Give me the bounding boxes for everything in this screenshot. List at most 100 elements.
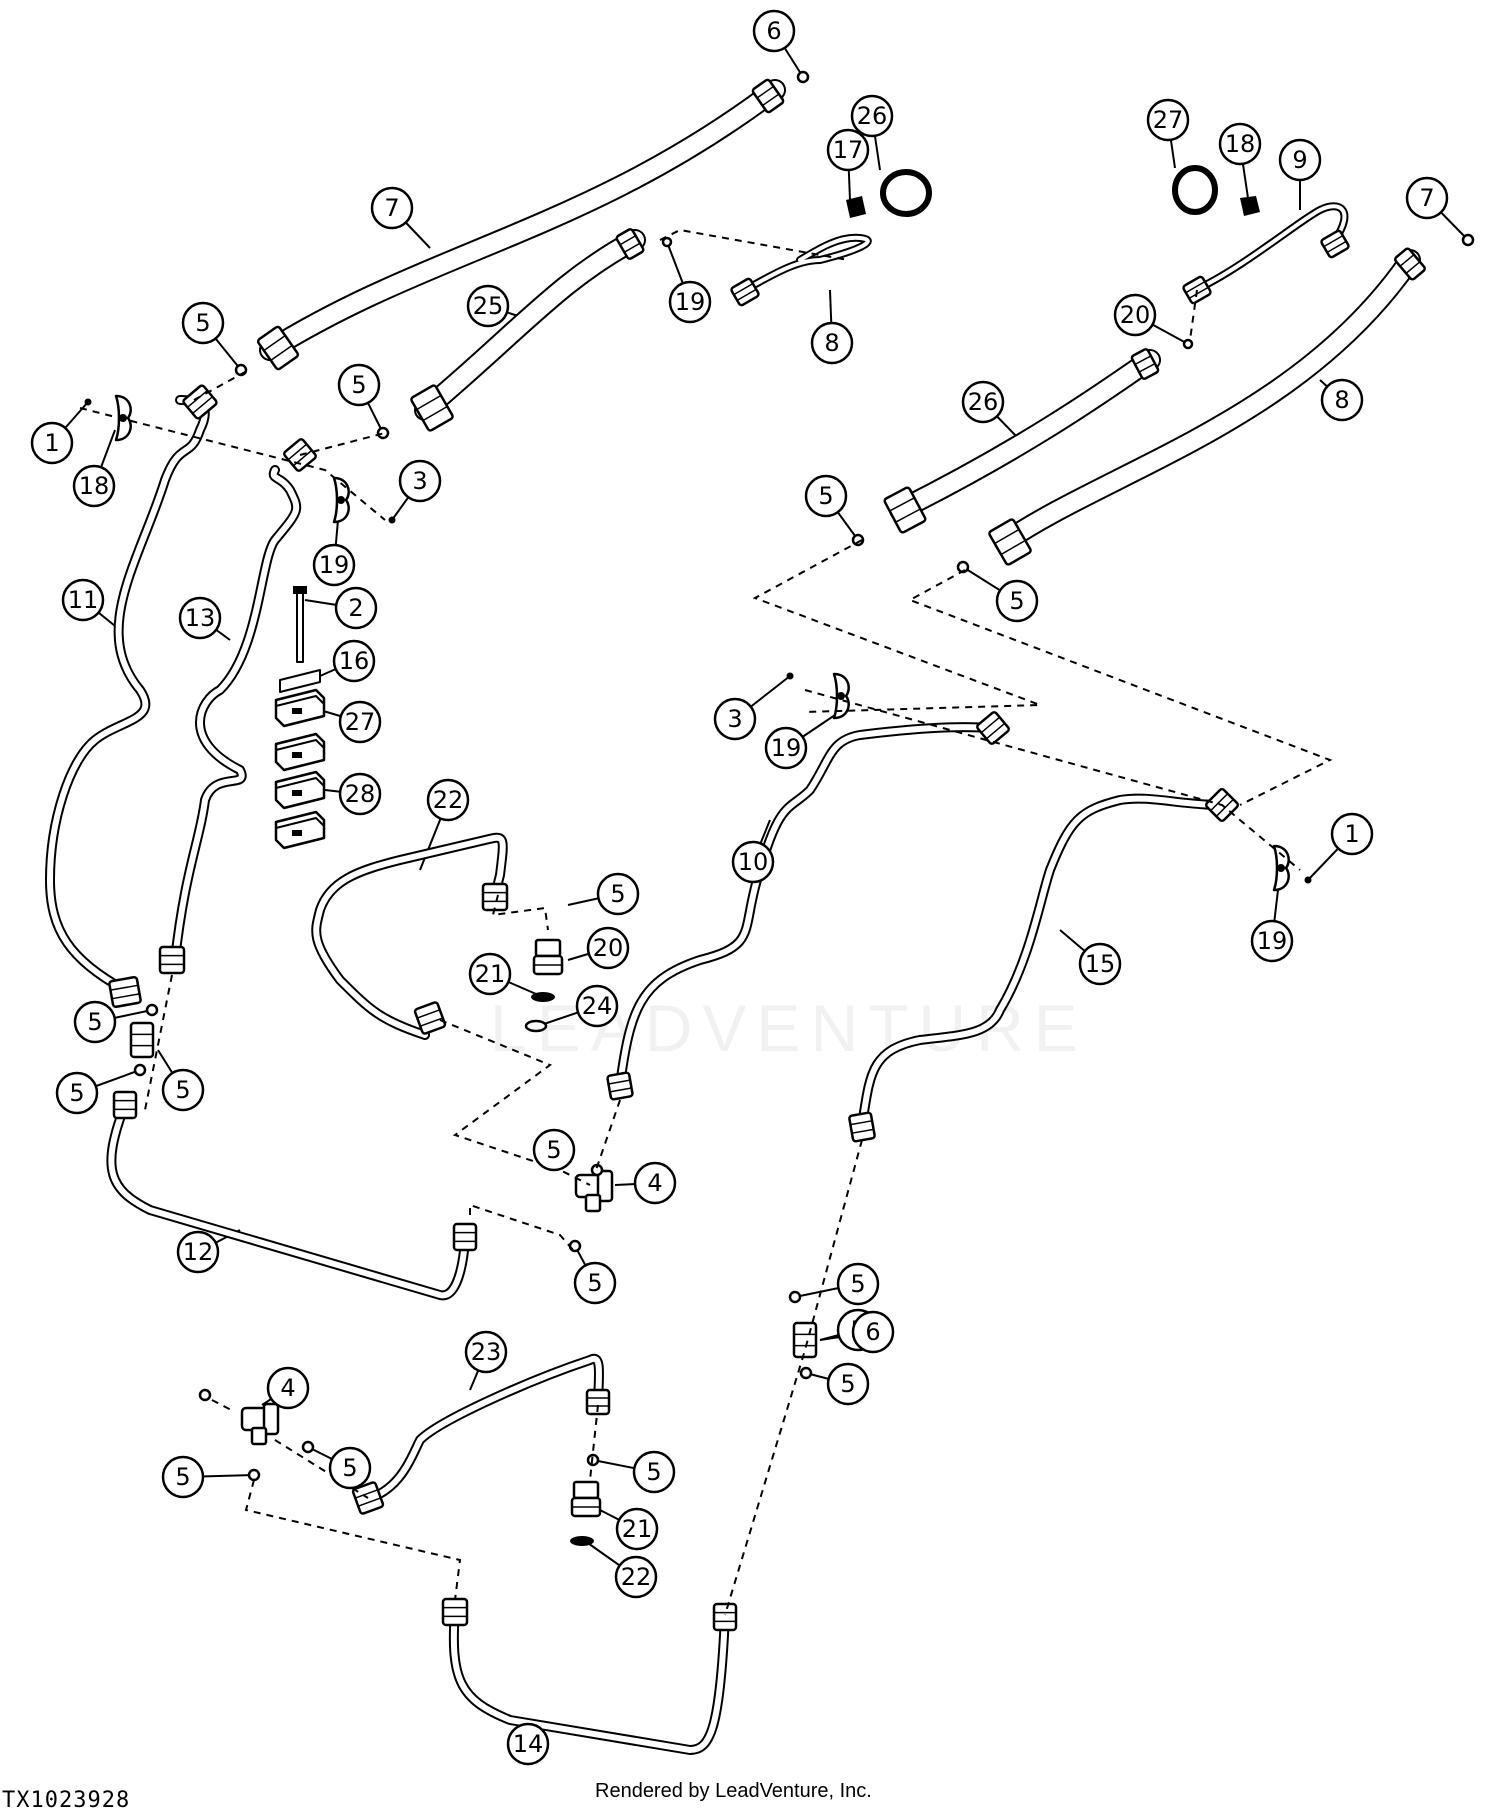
tee-4-upper xyxy=(574,1169,614,1213)
callout-label: 5 xyxy=(195,309,210,337)
callout-label: 23 xyxy=(471,1338,502,1366)
callout-label: 18 xyxy=(1225,130,1256,158)
callout-label: 18 xyxy=(79,472,110,500)
callout-5: 5 xyxy=(632,1450,676,1494)
callout-12: 12 xyxy=(176,1230,220,1274)
tube-13-nut-left xyxy=(112,1090,138,1120)
tube-16-nut-lower xyxy=(848,1111,876,1143)
callout-label: 6 xyxy=(865,1318,880,1346)
callout-label: 19 xyxy=(319,551,350,579)
callout-4: 4 xyxy=(266,1366,310,1410)
callout-22: 22 xyxy=(614,1555,658,1599)
callout-13: 13 xyxy=(178,596,222,640)
washer-22-upper xyxy=(531,992,555,1002)
tee-4-lower xyxy=(240,1402,280,1446)
callout-11: 11 xyxy=(61,578,105,622)
tube-12-nut xyxy=(108,975,142,1009)
callout-17: 17 xyxy=(826,128,870,172)
tube-9 xyxy=(741,233,872,294)
callout-label: 15 xyxy=(1085,950,1116,978)
callout-label: 25 xyxy=(473,292,504,320)
callout-label: 5 xyxy=(646,1458,661,1486)
callout-21: 21 xyxy=(468,952,512,996)
tube-11-nut-lower xyxy=(606,1071,634,1101)
tube-15-nut-left xyxy=(441,1597,469,1627)
callout-label: 8 xyxy=(824,329,839,357)
callout-3: 3 xyxy=(713,697,757,741)
o-ring-5-1 xyxy=(376,426,390,440)
callout-label: 26 xyxy=(968,388,999,416)
render-credit: Rendered by LeadVenture, Inc. xyxy=(595,1780,872,1802)
coupler-6-right xyxy=(792,1321,818,1359)
callout-label: 7 xyxy=(384,194,399,222)
clamp-19-right xyxy=(1272,844,1290,892)
callout-7: 7 xyxy=(1405,176,1449,220)
hose-26-left-end xyxy=(615,228,645,260)
o-ring-7-left xyxy=(796,70,810,84)
callout-label: 6 xyxy=(766,17,781,45)
callout-label: 19 xyxy=(675,288,706,316)
hose-26-left-fitting xyxy=(410,384,454,432)
callout-5: 5 xyxy=(596,872,640,916)
callout-27: 27 xyxy=(338,700,382,744)
callout-5: 5 xyxy=(161,1455,205,1499)
callout-23: 23 xyxy=(464,1330,508,1374)
callout-5: 5 xyxy=(804,474,848,518)
tube-11 xyxy=(615,722,995,1090)
tube-12-top-nut xyxy=(182,384,218,420)
callout-label: 5 xyxy=(546,1136,561,1164)
tube-24-nut-right xyxy=(585,1388,611,1416)
o-ring-5-12 xyxy=(799,1366,813,1380)
callout-label: 13 xyxy=(185,604,216,632)
callout-5: 5 xyxy=(55,1071,99,1115)
block-28-c xyxy=(274,770,326,810)
callout-label: 24 xyxy=(582,992,613,1020)
tube-9-nut xyxy=(730,277,760,307)
screw-3-right xyxy=(786,672,794,680)
callout-label: 5 xyxy=(840,1370,855,1398)
tube-13 xyxy=(106,1100,470,1301)
callout-label: 7 xyxy=(1419,184,1434,212)
callout-label: 28 xyxy=(345,780,376,808)
callout-2: 2 xyxy=(334,586,378,630)
callout-label: 5 xyxy=(87,1008,102,1036)
callout-label: 2 xyxy=(348,594,363,622)
callout-5: 5 xyxy=(573,1261,617,1305)
callout-26: 26 xyxy=(961,380,1005,424)
screw-1-right xyxy=(1304,876,1312,884)
callout-24: 24 xyxy=(575,984,619,1028)
callout-9: 9 xyxy=(1278,138,1322,182)
callout-label: 5 xyxy=(69,1079,84,1107)
callout-label: 9 xyxy=(1292,146,1307,174)
clamp-19-mid xyxy=(832,672,850,720)
callout-label: 5 xyxy=(818,482,833,510)
callout-label: 22 xyxy=(621,1563,652,1591)
callout-6: 6 xyxy=(752,9,796,53)
screw-1-left xyxy=(84,398,92,406)
callout-4: 4 xyxy=(633,1161,677,1205)
callout-25: 25 xyxy=(466,284,510,328)
tube-10-nut-end xyxy=(1320,229,1350,259)
callout-label: 27 xyxy=(345,708,376,736)
callout-8: 8 xyxy=(1320,378,1364,422)
hose-26-right-end xyxy=(1130,348,1160,380)
callout-10: 10 xyxy=(731,840,775,884)
seal-25 xyxy=(524,1019,548,1033)
tube-24 xyxy=(360,1353,604,1505)
o-ring-20-left xyxy=(661,236,673,248)
bolt-2-head xyxy=(293,586,307,594)
o-ring-5-5 xyxy=(133,1063,147,1077)
block-28-d xyxy=(274,810,326,850)
callout-label: 20 xyxy=(1120,301,1151,329)
callout-label: 4 xyxy=(280,1374,295,1402)
callout-16: 16 xyxy=(332,639,376,683)
adapter-21-upper xyxy=(532,938,564,976)
tube-23-nut-lower xyxy=(413,1001,447,1035)
o-ring-7-right xyxy=(1461,233,1475,247)
tube-16 xyxy=(857,793,1225,1130)
callout-label: 5 xyxy=(850,1270,865,1298)
callout-label: 1 xyxy=(44,429,59,457)
callout-1: 1 xyxy=(1330,812,1374,856)
callout-18: 18 xyxy=(72,464,116,508)
